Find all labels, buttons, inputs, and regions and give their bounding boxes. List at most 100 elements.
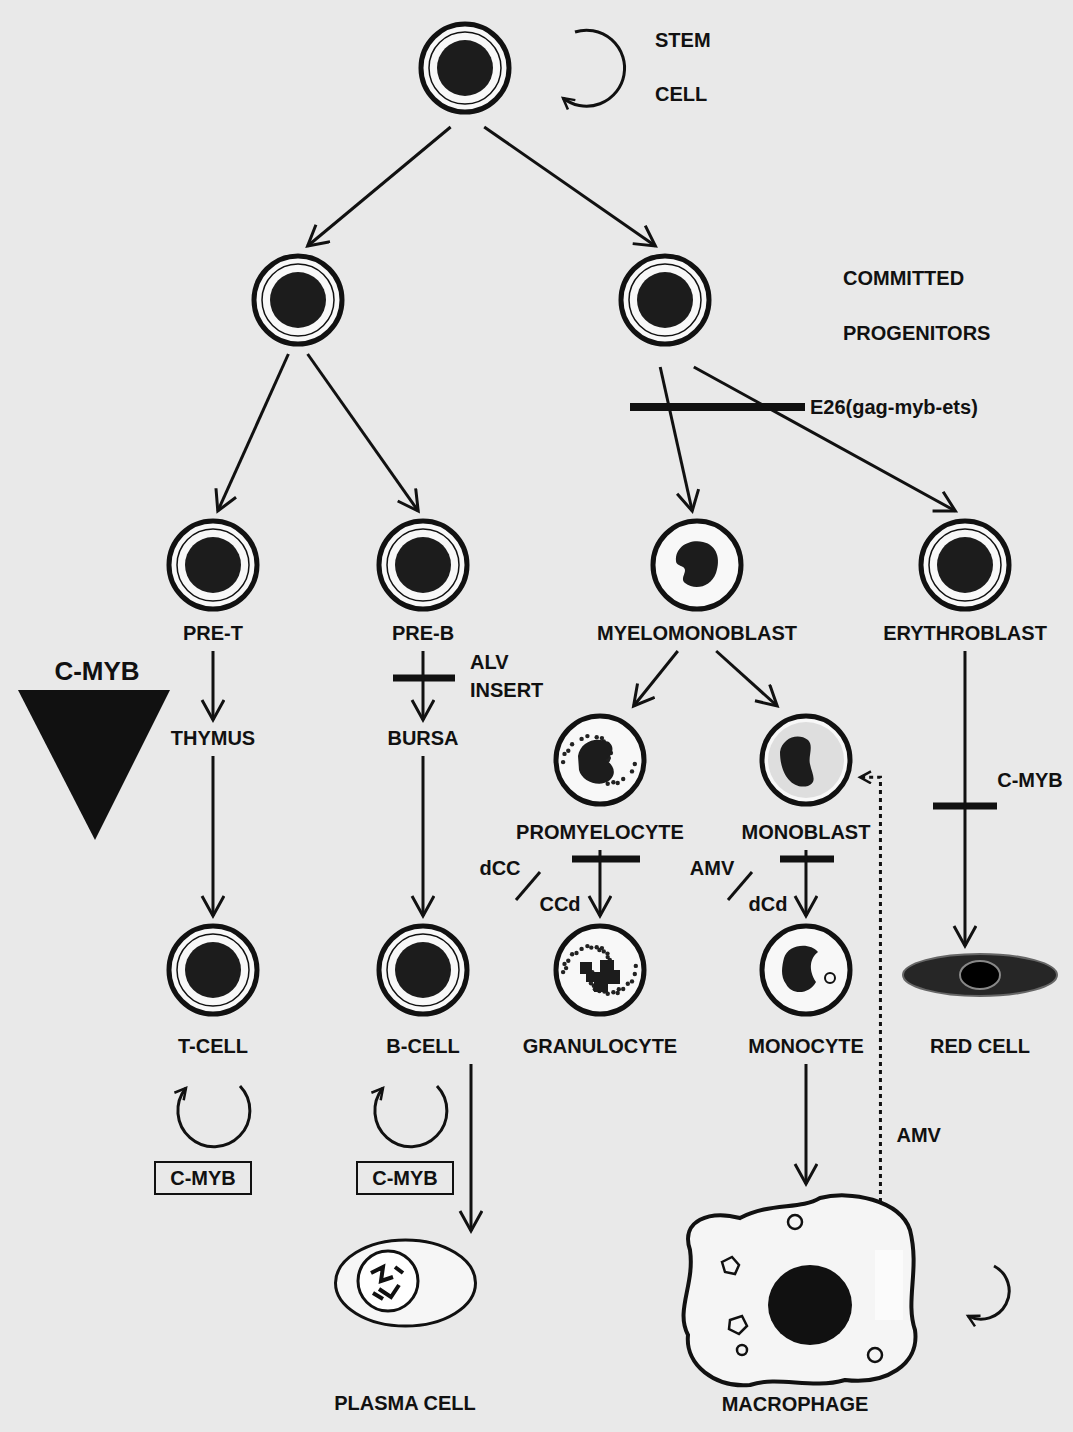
cell-drawing	[653, 521, 741, 609]
cell-drawing	[580, 960, 620, 992]
cell-outline	[670, 1190, 920, 1390]
cell-drawing	[585, 734, 589, 738]
cell-drawing	[937, 537, 993, 593]
cell-outline	[250, 252, 346, 348]
lineage-arrow	[598, 850, 601, 916]
cell-drawing	[825, 973, 835, 983]
cell-outline	[552, 922, 648, 1018]
cell-label: PLASMA CELL	[334, 1391, 475, 1415]
promyelocyte-cell: PROMYELOCYTE	[516, 712, 684, 844]
edge-label: AMV	[894, 1123, 942, 1147]
cell-outline	[375, 517, 471, 613]
cell-shape	[901, 952, 1059, 998]
cell-outline	[165, 922, 261, 1018]
cell-drawing	[556, 716, 644, 804]
cell-drawing	[585, 944, 589, 948]
cell-drawing	[578, 740, 614, 784]
macrophage-cell: MACROPHAGE	[670, 1190, 920, 1416]
cell-shape	[417, 20, 513, 116]
cell-drawing	[626, 982, 630, 986]
monoblast-cell: MONOBLAST	[742, 712, 871, 844]
lineage-arrow	[634, 651, 678, 706]
cell-shape	[617, 252, 713, 348]
lineage-arrow	[805, 1064, 808, 1184]
label-anchor: ALV INSERT	[470, 648, 562, 704]
cell-shape	[375, 922, 471, 1018]
cell-label: RED CELL	[930, 1034, 1030, 1058]
cell-outline	[552, 712, 648, 808]
cell-shape	[670, 1190, 920, 1390]
label-anchor: C-MYB	[997, 768, 1063, 792]
gene-box: C-MYB	[356, 1161, 454, 1195]
cell-drawing	[684, 1195, 916, 1385]
cell-label: COMMITTED PROGENITORS	[843, 251, 1033, 361]
b-cell: B-CELL	[375, 922, 471, 1058]
lineage-arrow	[212, 651, 215, 720]
block-bar	[630, 403, 805, 411]
cell-drawing	[722, 1257, 739, 1274]
cell-outline	[375, 922, 471, 1018]
cell-drawing	[780, 736, 814, 786]
cell-drawing	[566, 749, 570, 753]
cell-drawing	[570, 742, 574, 746]
lineage-arrow	[484, 127, 655, 246]
cell-drawing	[562, 752, 566, 756]
monocyte-cell: MONOCYTE	[748, 922, 864, 1058]
mutant-label: dCd	[749, 892, 788, 916]
cell-drawing	[421, 24, 509, 112]
cell-outline	[617, 252, 713, 348]
cell-drawing	[358, 1251, 418, 1311]
cell-drawing	[371, 1267, 403, 1299]
virus-label: AMV	[690, 856, 734, 880]
lineage-arrow	[963, 651, 966, 946]
cell-drawing	[169, 926, 257, 1014]
cell-drawing	[615, 781, 619, 785]
cell-label: C-MYB	[372, 1166, 438, 1190]
cell-shape	[649, 517, 745, 613]
cell-drawing	[379, 521, 467, 609]
cell-drawing	[429, 32, 501, 104]
cell-drawing	[630, 769, 634, 773]
cell-drawing	[611, 780, 615, 784]
cell-drawing	[633, 762, 637, 766]
cell-shape	[758, 712, 854, 808]
lineage-arrow	[422, 651, 425, 720]
cell-drawing	[387, 529, 459, 601]
cell-outline	[917, 517, 1013, 613]
lineage-arrow	[211, 756, 214, 916]
cell-label: C-MYB	[170, 1166, 236, 1190]
cell-drawing	[262, 264, 334, 336]
cell-drawing	[729, 1316, 747, 1334]
cell-drawing	[579, 947, 583, 951]
cell-drawing	[561, 970, 565, 974]
cell-drawing	[762, 716, 850, 804]
organ-stage: THYMUS	[171, 726, 255, 750]
cell-outline	[901, 952, 1059, 998]
cell-shape	[758, 922, 854, 1018]
label-anchor: E26(gag-myb-ets)	[810, 395, 978, 419]
cell-outline	[165, 517, 261, 613]
cell-drawing	[570, 952, 574, 956]
cell-drawing	[676, 541, 718, 587]
cell-drawing	[561, 760, 565, 764]
cell-shape	[917, 517, 1013, 613]
self-renewal-loop	[563, 30, 625, 106]
cell-drawing	[395, 537, 451, 593]
cell-drawing	[633, 972, 637, 976]
cell-drawing	[589, 945, 593, 949]
gene-label: C-MYB	[997, 768, 1063, 792]
virus-label: E26(gag-myb-ets)	[810, 395, 978, 419]
gradient-triangle	[18, 690, 170, 840]
cell-shape	[165, 517, 261, 613]
cell-label: BURSA	[387, 726, 458, 750]
cell-drawing	[437, 40, 493, 96]
cell-drawing	[630, 979, 634, 983]
cell-drawing	[270, 272, 326, 328]
cell-drawing	[574, 951, 578, 955]
lineage-arrow	[716, 651, 777, 706]
cell-drawing	[637, 272, 693, 328]
self-renewal-loop	[375, 1086, 447, 1147]
granulocyte-cell: GRANULOCYTE	[523, 922, 677, 1058]
